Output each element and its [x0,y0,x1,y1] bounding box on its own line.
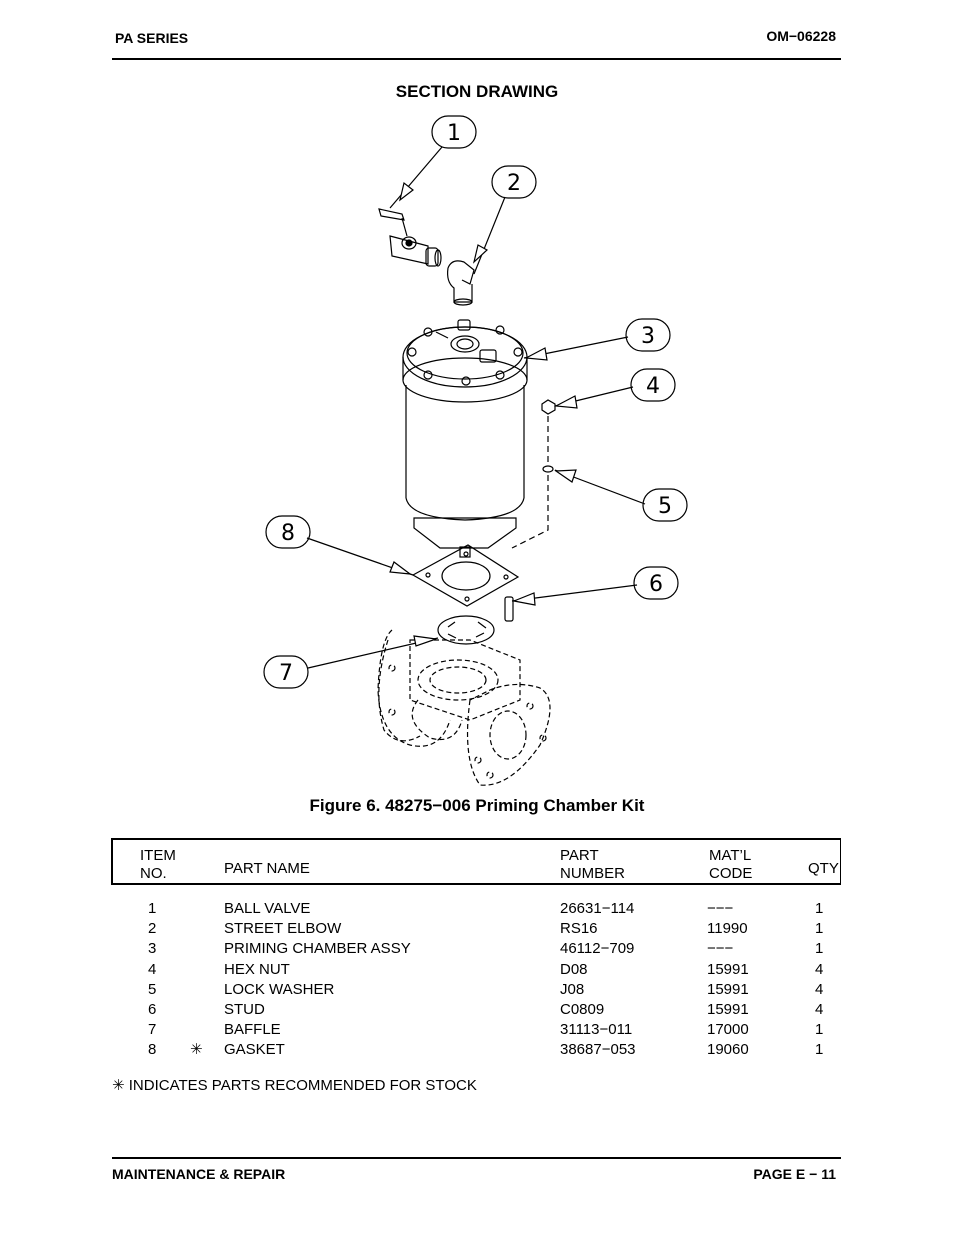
cell-mat: 15991 [707,960,749,978]
cell-part: 46112−709 [560,940,635,958]
header-series: PA SERIES [115,30,189,46]
pump-body-outline [377,629,521,747]
callout-3 [625,318,671,352]
table-row: 6 STUD C0809 15991 4 [0,1000,954,1020]
hidden-line [511,416,549,549]
cell-mat: 17000 [707,1021,749,1039]
cell-item: 5 [148,980,157,998]
callout-label-1: 1 [447,121,461,146]
cell-name: BALL VALVE [224,900,311,917]
callout-4 [630,368,676,402]
callout-7 [263,655,309,689]
cell-item: 2 [148,920,157,938]
cell-mat: −−− [707,940,734,958]
priming-chamber-part [402,319,528,558]
table-row: 7 BAFFLE 31113−011 17000 1 [0,1020,954,1040]
col-part-name-header: PART NAME [224,860,310,877]
callout-label-2: 2 [507,171,521,196]
stock-footnote: ✳ INDICATES PARTS RECOMMENDED FOR STOCK [112,1077,477,1094]
cell-part: J08 [560,980,585,998]
ball-valve-part [378,208,442,267]
stud-part [504,596,514,622]
cell-mat: −−− [707,900,734,917]
cell-qty: 1 [815,1041,824,1059]
street-elbow-part [447,260,475,306]
cell-qty: 4 [815,960,824,978]
hex-nut-part [541,399,556,415]
figure-caption: Figure 6. 48275−006 Priming Chamber Kit [309,796,645,815]
callout-label-6: 6 [649,572,663,597]
footer-rule [112,1157,841,1159]
cell-name: GASKET [224,1041,285,1059]
cell-mat: 15991 [707,980,749,998]
cell-name: PRIMING CHAMBER ASSY [224,940,411,958]
callout-label-7: 7 [279,661,293,686]
table-row: 5 LOCK WASHER J08 15991 4 [0,980,954,1000]
cell-mark: ✳ [190,1041,203,1059]
footer-section: MAINTENANCE & REPAIR [112,1166,286,1182]
cell-mat: 19060 [707,1041,749,1059]
cell-item: 4 [148,960,157,978]
callout-1 [431,115,477,149]
callout-2 [491,165,537,199]
callout-8 [265,515,311,549]
col-qty-header: QTY [808,860,839,877]
callout-6 [633,566,679,600]
cell-item: 6 [148,1001,157,1018]
cell-part: RS16 [560,920,598,938]
table-row: 4 HEX NUT D08 15991 4 [0,960,954,980]
cell-name: HEX NUT [224,960,290,978]
gasket-part [411,544,520,607]
cell-name: STUD [224,1001,265,1018]
cell-item: 7 [148,1021,157,1039]
table-row: 8 ✳ GASKET 38687−053 19060 1 [0,1040,954,1060]
cell-qty: 1 [815,1021,824,1039]
cell-part: 26631−114 [560,900,635,917]
leader-lines [306,146,646,669]
cell-name: BAFFLE [224,1021,281,1039]
pump-flange-left [378,639,421,742]
header-rule [112,58,841,60]
baffle-part [437,615,495,645]
table-row: 3 PRIMING CHAMBER ASSY 46112−709 −−− 1 [0,939,954,959]
cell-qty: 1 [815,940,824,958]
callout-label-8: 8 [281,521,295,546]
cell-part: C0809 [560,1001,605,1018]
callout-label-4: 4 [646,374,660,399]
callout-label-5: 5 [658,494,672,519]
lock-washer-part [542,465,554,473]
cell-item: 3 [148,940,157,958]
table-row: 2 STREET ELBOW RS16 11990 1 [0,919,954,939]
cell-qty: 4 [815,1001,824,1018]
header-doc-number: OM−06228 [766,28,836,44]
cell-part: 38687−053 [560,1041,636,1059]
cell-qty: 1 [815,920,824,938]
cell-name: LOCK WASHER [224,980,335,998]
parts-table-header [111,838,841,885]
cell-part: 31113−011 [560,1021,633,1039]
cell-part: D08 [560,960,588,978]
footer-page-number: PAGE E − 11 [753,1166,836,1182]
cell-qty: 1 [815,900,824,917]
callout-5 [642,488,688,522]
cell-item: 8 [148,1041,157,1059]
callout-label-3: 3 [641,324,655,349]
cell-mat: 15991 [707,1001,749,1018]
table-row: 1 BALL VALVE 26631−114 −−− 1 [0,899,954,919]
cell-item: 1 [148,900,157,917]
section-title: SECTION DRAWING [395,82,559,101]
cell-name: STREET ELBOW [224,920,342,938]
cell-qty: 4 [815,980,824,998]
cell-mat: 11990 [707,920,748,938]
pump-flange [466,683,551,786]
